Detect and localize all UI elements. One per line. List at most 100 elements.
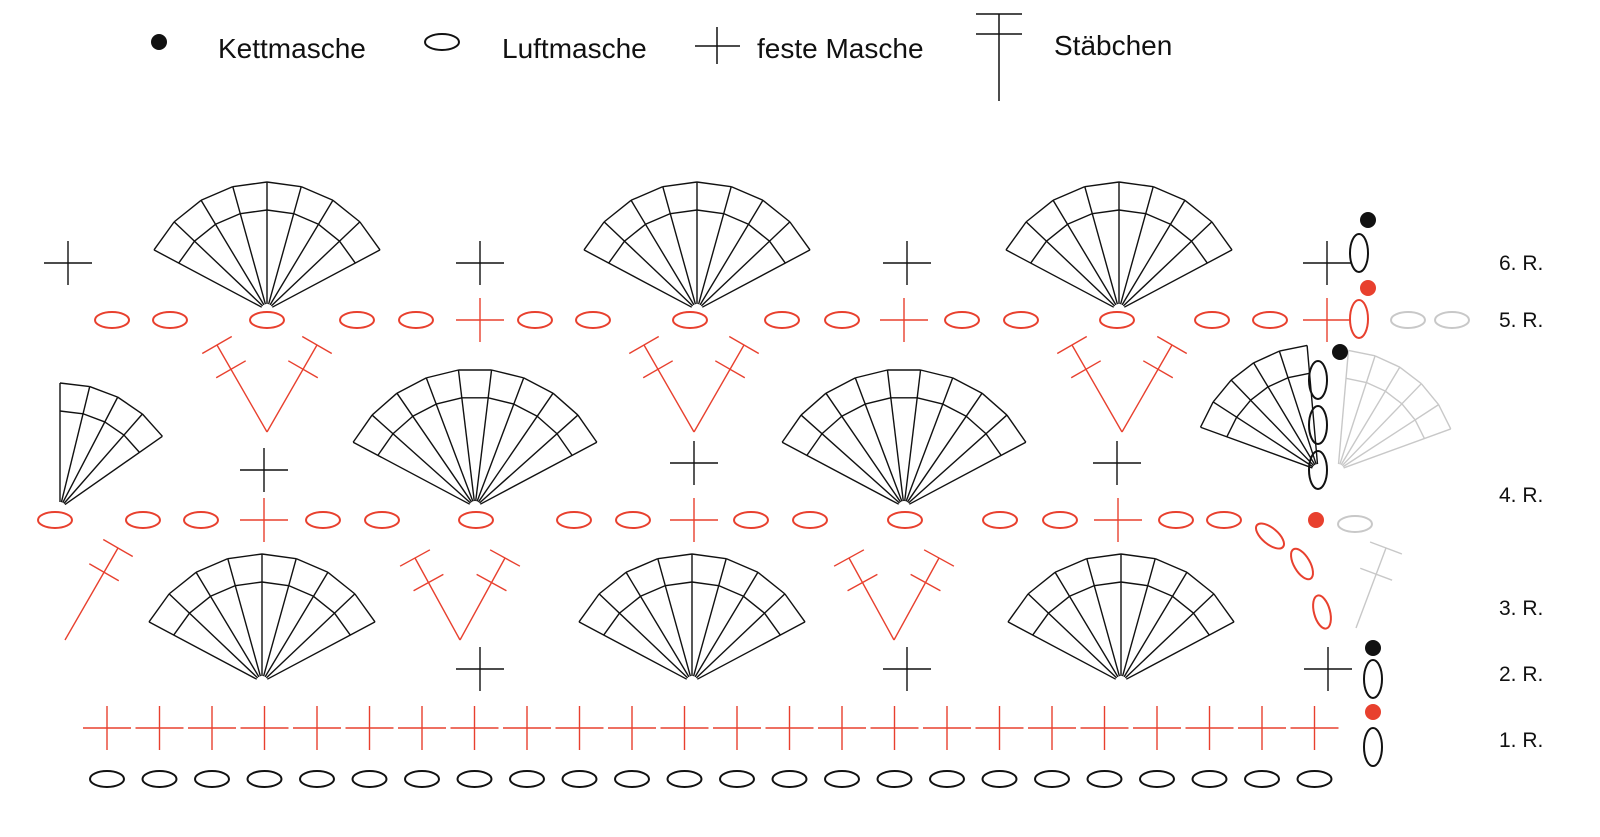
foundation-chain — [929, 770, 965, 788]
row2-shell — [578, 553, 806, 680]
row3-single-crochet — [240, 498, 288, 542]
shell-inner-arc — [748, 223, 770, 242]
row1-single-crochet — [975, 706, 1024, 750]
double-crochet-post — [1339, 355, 1376, 465]
shell-inner-arc — [1236, 399, 1252, 418]
shell-inner-arc — [189, 595, 211, 614]
row1-single-crochet — [660, 706, 709, 750]
double-crochet-crossbar — [714, 360, 746, 379]
row2-shell — [1007, 553, 1235, 680]
shell-inner-arc — [210, 584, 236, 597]
double-crochet-post — [1071, 344, 1123, 433]
shell-outer-arc — [261, 553, 297, 560]
shell-inner-arc — [235, 581, 263, 587]
double-crochet-post — [886, 369, 904, 502]
row-label-1: 1. R. — [1499, 729, 1543, 752]
double-crochet-post — [1119, 186, 1154, 305]
turning-chain — [1363, 727, 1383, 767]
row1-single-crochet — [1028, 706, 1076, 750]
row4-partial-shell — [59, 382, 163, 506]
double-crochet-post — [64, 435, 163, 506]
double-crochet-crossbar — [1360, 567, 1393, 581]
shell-inner-arc — [123, 434, 140, 453]
double-crochet-post — [457, 369, 475, 502]
double-crochet-post — [1054, 571, 1119, 678]
double-crochet-post — [459, 557, 506, 641]
shell-inner-arc — [1046, 223, 1068, 242]
row3-double-crochet — [399, 549, 461, 641]
row1-single-crochet — [345, 706, 394, 750]
row4-shell — [352, 369, 598, 505]
double-crochet-post — [583, 249, 693, 308]
shell-inner-arc — [194, 223, 216, 242]
double-crochet-topbar — [399, 549, 431, 567]
double-crochet-post — [1337, 350, 1350, 465]
foundation-chain — [351, 770, 388, 788]
shell-inner-arc — [1250, 386, 1269, 401]
row3-chain — [1206, 511, 1242, 529]
shell-inner-arc — [696, 209, 724, 215]
shell-outer-arc — [153, 221, 175, 251]
shell-outer-arc — [981, 392, 1008, 416]
shell-inner-arc — [59, 410, 84, 415]
shell-outer-arc — [396, 377, 427, 394]
double-crochet-post — [270, 221, 361, 307]
double-crochet-post — [414, 557, 461, 641]
shell-inner-arc — [942, 403, 967, 417]
double-crochet-topbar — [1369, 541, 1403, 555]
shell-outer-arc — [578, 593, 600, 623]
row1-single-crochet — [1133, 706, 1181, 750]
double-crochet-post — [62, 396, 119, 504]
double-crochet-post — [695, 593, 786, 679]
shell-inner-arc — [1287, 372, 1310, 379]
shell-outer-arc — [784, 593, 806, 623]
double-crochet-post — [425, 377, 474, 502]
shell-outer-arc — [232, 181, 268, 188]
shell-inner-arc — [965, 415, 987, 435]
row1-single-crochet — [503, 706, 551, 750]
legend-double-crochet: Stäbchen — [1054, 30, 1172, 61]
chain-icon — [424, 33, 460, 51]
double-crochet-post — [64, 547, 119, 641]
double-crochet-post — [173, 221, 264, 307]
double-crochet-post — [371, 414, 471, 504]
row5-chain — [672, 311, 708, 329]
shell-outer-arc — [354, 593, 376, 623]
foundation-chain — [1139, 770, 1175, 788]
shell-outer-arc — [662, 181, 698, 188]
shell-inner-arc — [1120, 581, 1148, 587]
foundation-chain — [89, 770, 125, 788]
double-crochet-icon — [976, 13, 1022, 101]
row-label-6: 6. R. — [1499, 252, 1543, 275]
row3-chain — [887, 511, 923, 529]
shell-inner-arc — [513, 403, 538, 417]
row1-single-crochet — [608, 706, 656, 750]
double-crochet-post — [1027, 593, 1118, 679]
shell-inner-arc — [215, 212, 241, 225]
double-crochet-post — [352, 441, 471, 505]
row3-double-crochet — [833, 549, 895, 641]
row4-grey-shell — [1337, 349, 1452, 469]
foundation-chain — [824, 770, 860, 788]
shell-inner-arc — [1384, 390, 1403, 405]
double-crochet-crossbar — [910, 573, 941, 592]
shell-outer-arc — [1399, 366, 1422, 385]
row1-single-crochet — [765, 706, 814, 750]
double-crochet-post — [1122, 221, 1213, 307]
shell-outer-arc — [800, 392, 827, 416]
row1-single-crochet — [870, 706, 919, 750]
double-crochet-post — [477, 392, 554, 503]
row-labels: 1. R. 2. R. 3. R. 4. R. 5. R. 6. R. — [1499, 252, 1543, 752]
grey-chain — [1434, 311, 1470, 329]
double-crochet-post — [63, 413, 143, 504]
shell-outer-arc — [1374, 355, 1401, 368]
row5-chain — [575, 311, 611, 329]
double-crochet-crossbar — [642, 360, 674, 379]
double-crochet-post — [662, 186, 697, 305]
shell-inner-arc — [1094, 581, 1122, 587]
shell-outer-arc — [195, 558, 229, 573]
double-crochet-post — [195, 571, 260, 678]
row5-double-crochet — [693, 335, 760, 433]
row3-double-crochet — [459, 549, 521, 641]
row3-double-crochet — [893, 549, 955, 641]
